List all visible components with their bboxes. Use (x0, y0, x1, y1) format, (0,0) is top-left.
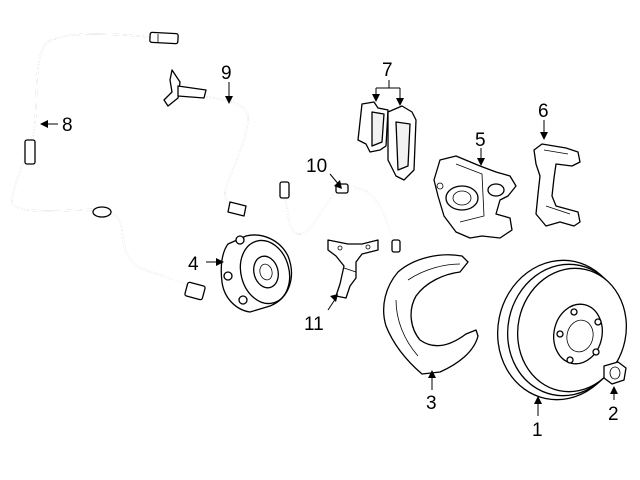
part-10-brake-hose (279, 181, 401, 253)
callout-11: 11 (304, 314, 324, 335)
callout-6: 6 (538, 101, 549, 122)
part-2-bolt (603, 361, 627, 385)
callout-2: 2 (608, 404, 619, 425)
part-8-sensor-harness (11, 31, 206, 301)
callout-5: 5 (475, 130, 486, 151)
part-9-wear-sensor (163, 69, 249, 217)
part-7-brake-pads (357, 101, 417, 181)
callout-8: 8 (62, 115, 73, 136)
callout-7: 7 (382, 60, 393, 81)
callout-3: 3 (426, 393, 437, 414)
part-5-caliper (433, 155, 517, 239)
part-6-caliper-carrier (533, 143, 581, 227)
callout-1: 1 (532, 420, 543, 441)
part-3-splash-shield (383, 254, 479, 375)
callout-4: 4 (188, 254, 199, 275)
callout-9: 9 (221, 63, 232, 84)
leader-lines (40, 80, 618, 416)
callout-10: 10 (306, 156, 327, 177)
part-11-bracket (327, 239, 379, 299)
part-1-brake-rotor (496, 259, 628, 401)
part-4-wheel-hub (220, 234, 292, 313)
